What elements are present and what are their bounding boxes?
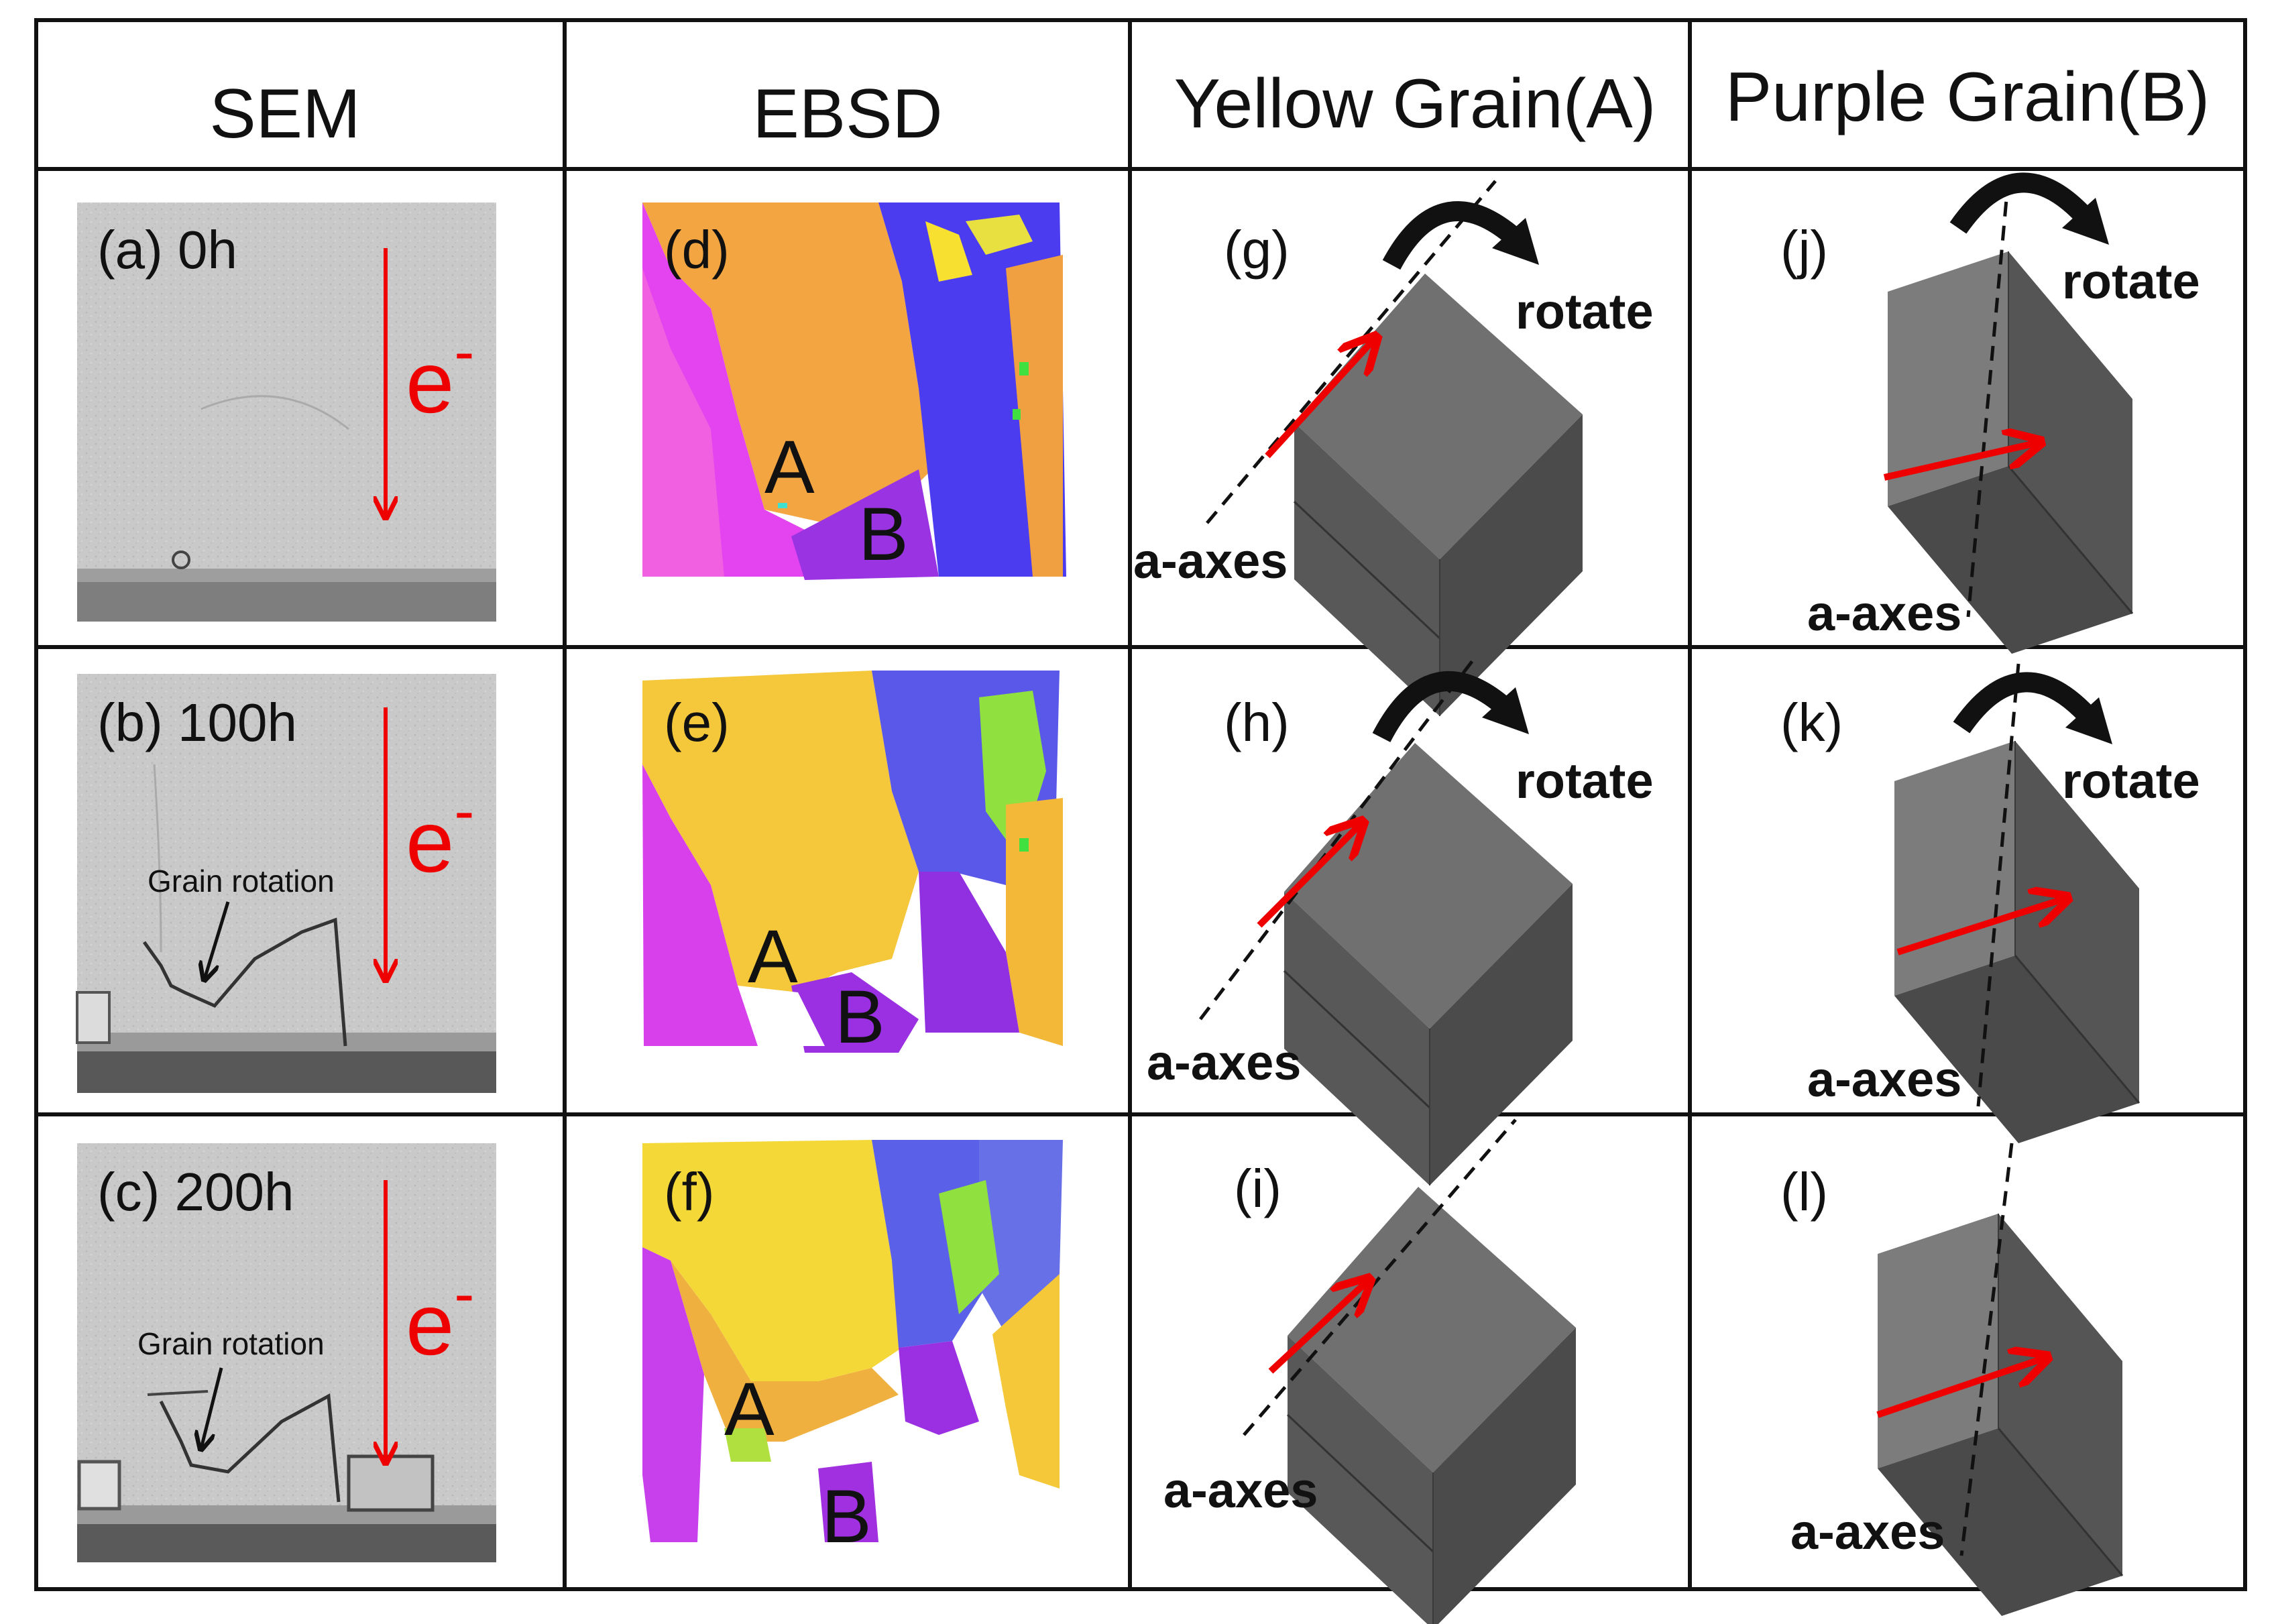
grain-b-label-l: (l)	[1780, 1162, 1828, 1222]
grain-rotation-note-c: Grain rotation	[137, 1326, 325, 1361]
sem-panel-b: (b) 100h Grain rotation e-	[76, 674, 496, 1093]
a-axes-label-g: a-axes	[1133, 533, 1288, 589]
grain-b-label-k: (k)	[1780, 693, 1843, 752]
a-axis-vector-i	[1268, 1281, 1368, 1374]
ebsd-grain-b-e: B	[835, 975, 885, 1059]
a-axis-vector-h	[1257, 823, 1361, 928]
a-axis-vector-l	[1876, 1358, 2045, 1418]
header-sem: SEM	[209, 75, 360, 153]
a-axes-label-l: a-axes	[1790, 1504, 1945, 1560]
a-axis-line-k	[1976, 663, 2020, 1107]
a-axes-label-j: a-axes	[1807, 585, 1961, 641]
ebsd-grain-b-d: B	[858, 492, 909, 576]
rotate-label-h: rotate	[1516, 753, 1654, 809]
ebsd-grain-a-e: A	[748, 915, 798, 998]
ebsd-grain-a-d: A	[764, 425, 815, 509]
electron-symbol-a: e-	[406, 318, 474, 431]
rotate-label-k: rotate	[2062, 753, 2200, 809]
rotate-arrow-j	[1949, 172, 2097, 234]
ebsd-grain-b-f: B	[821, 1474, 872, 1558]
grain-a-label-h: (h)	[1224, 693, 1290, 752]
ebsd-map-e: (e) A B	[642, 671, 1063, 1059]
grain-a-cube-h: (h) rotate a-axes	[1147, 656, 1654, 1187]
ebsd-label-d: (d)	[664, 220, 730, 280]
grain-b-cube-j: (j) rotate a-axes	[1780, 172, 2200, 655]
grain-b-cube-l: (l) a-axes	[1780, 1143, 2124, 1617]
grain-b-cube-k: (k) rotate a-axes	[1780, 663, 2200, 1145]
grain-a-label-g: (g)	[1224, 220, 1290, 280]
ebsd-map-d: (d) A B	[642, 202, 1066, 580]
rotate-arrow-g	[1382, 201, 1526, 270]
electron-symbol-c: e-	[406, 1261, 474, 1373]
ebsd-label-e: (e)	[664, 693, 730, 752]
header-purple-grain: Purple Grain(B)	[1725, 58, 2210, 136]
ebsd-label-f: (f)	[664, 1162, 715, 1222]
sem-panel-a: (a) 0h e-	[77, 202, 496, 622]
a-axis-vector-k	[1896, 898, 2065, 955]
a-axis-vector-g	[1265, 339, 1375, 459]
ebsd-grain-a-f: A	[724, 1367, 775, 1451]
grain-rotation-pointer-c	[201, 1367, 223, 1448]
ebsd-map-f: (f) A B	[642, 1140, 1063, 1558]
table-grid-lines	[34, 18, 2247, 1591]
header-yellow-grain: Yellow Grain(A)	[1174, 65, 1656, 143]
sem-label-c: (c) 200h	[97, 1162, 294, 1222]
sem-label-a: (a) 0h	[97, 220, 237, 280]
sem-label-b: (b) 100h	[97, 693, 297, 752]
rotate-label-j: rotate	[2062, 253, 2200, 309]
rotate-label-g: rotate	[1516, 284, 1654, 339]
grain-a-cube-i: (i) a-axes	[1163, 1118, 1577, 1624]
sem-panel-c: (c) 200h Grain rotation e-	[77, 1143, 496, 1562]
a-axes-label-k: a-axes	[1807, 1051, 1961, 1107]
rotate-arrow-k	[1953, 672, 2100, 734]
a-axis-line-i	[1243, 1118, 1517, 1436]
grain-rotation-note-b: Grain rotation	[148, 864, 335, 898]
a-axes-label-i: a-axes	[1163, 1462, 1318, 1518]
grain-b-label-j: (j)	[1780, 220, 1828, 280]
a-axis-line-j	[1966, 177, 2010, 618]
header-ebsd: EBSD	[752, 75, 942, 153]
grain-rotation-pointer-b	[205, 901, 230, 979]
electron-symbol-b: e-	[406, 778, 474, 890]
a-axis-vector-j	[1883, 443, 2039, 481]
grain-a-cube-g: (g) rotate a-axes	[1133, 180, 1654, 717]
rotate-arrow-h	[1372, 671, 1516, 742]
grain-a-label-i: (i)	[1234, 1159, 1281, 1218]
a-axis-line-l	[1959, 1143, 2014, 1556]
a-axes-label-h: a-axes	[1147, 1035, 1301, 1090]
